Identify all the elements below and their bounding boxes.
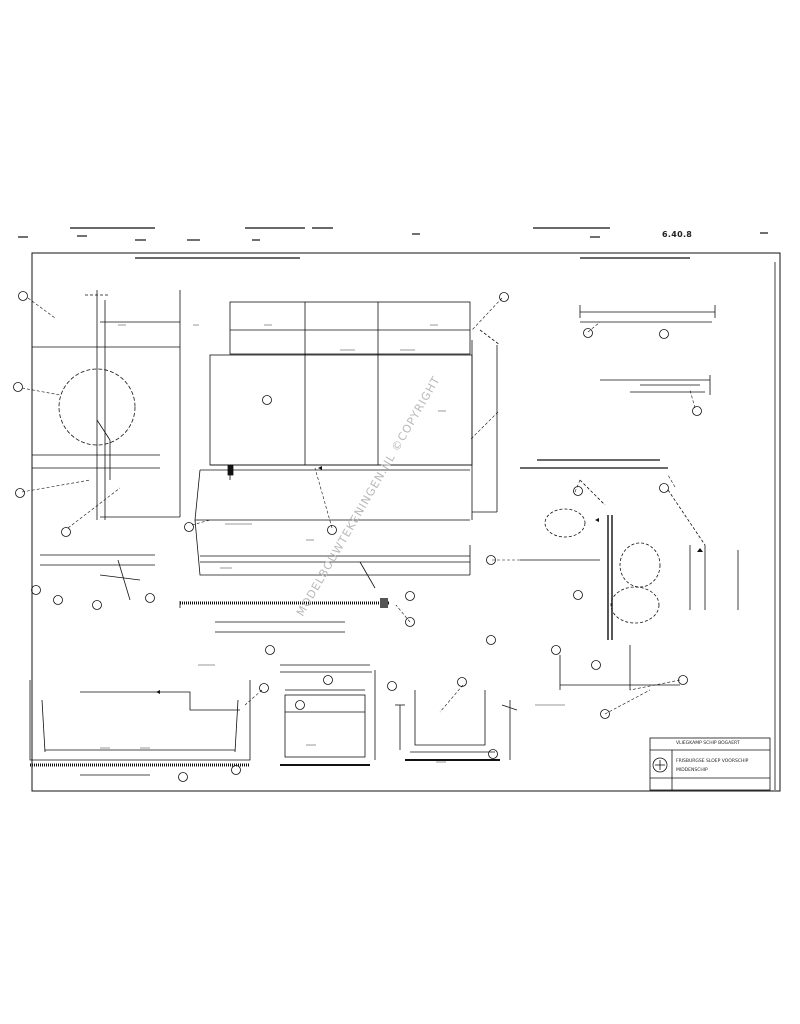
bottom-middle-section	[280, 664, 376, 766]
bottom-right-section	[395, 690, 518, 761]
lower-left-fitting	[40, 554, 155, 601]
dimension-marks	[156, 466, 703, 694]
top-right-details	[579, 305, 716, 395]
rail-details	[179, 561, 390, 633]
main-plan-view	[194, 301, 501, 576]
drawing-reference-number: 6.40.8	[662, 230, 693, 239]
leader-lines	[21, 297, 696, 715]
callout-balloons	[13, 291, 702, 782]
title-block-line-3: MIDDENSCHIP	[676, 768, 708, 773]
title-block	[649, 737, 771, 791]
title-block-line-1: VLIEGKAMP SCHIP BOGAERT	[676, 741, 740, 746]
sheet-border	[31, 252, 781, 792]
stern-detail-view	[520, 459, 739, 690]
bottom-left-section	[29, 680, 251, 776]
title-block-line-2: FRISBURGSE SLOEP VOORSCHIP	[676, 759, 749, 764]
circular-section-view	[32, 290, 181, 520]
header-strip	[18, 227, 768, 259]
dimension-labels	[100, 324, 565, 763]
